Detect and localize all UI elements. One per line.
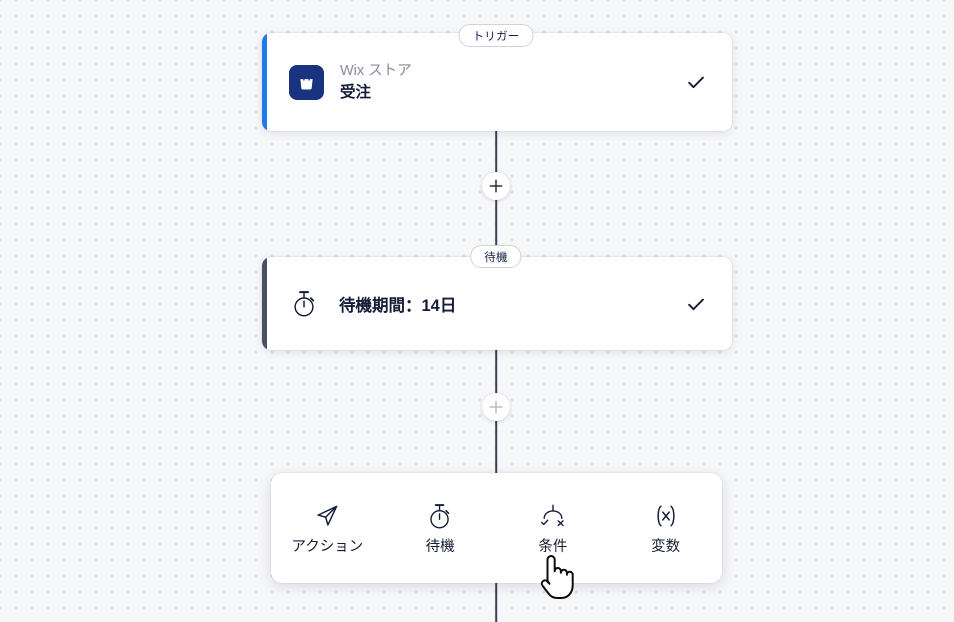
node-accent-bar	[262, 33, 267, 131]
node-accent-bar	[262, 257, 267, 350]
menu-item-label: 変数	[651, 538, 681, 555]
flow-node-trigger[interactable]: Wix ストア 受注	[262, 33, 732, 131]
connector-line-3	[495, 350, 497, 408]
add-step-button-2[interactable]	[482, 393, 510, 421]
node-title: 待機期間：14日	[339, 296, 457, 315]
node-app-name: Wix ストア	[340, 63, 412, 79]
connector-line-4	[495, 407, 497, 473]
menu-item-label: アクション	[291, 538, 364, 555]
check-icon	[685, 71, 707, 93]
menu-item-condition[interactable]: 条件	[497, 473, 610, 583]
step-badge-trigger: トリガー	[458, 24, 534, 47]
condition-branch-icon	[539, 501, 567, 531]
stopwatch-icon	[289, 289, 319, 318]
shopping-bag-icon	[289, 64, 324, 100]
check-icon	[685, 293, 707, 315]
node-title: 受注	[340, 84, 372, 101]
variable-x-icon	[652, 501, 680, 531]
menu-item-wait[interactable]: 待機	[384, 473, 497, 583]
menu-item-variable[interactable]: 変数	[609, 473, 722, 583]
paper-plane-icon	[315, 501, 340, 531]
node-text-group: Wix ストア 受注	[340, 61, 685, 103]
menu-item-label: 条件	[538, 538, 568, 555]
menu-item-action[interactable]: アクション	[271, 473, 384, 583]
menu-item-label: 待機	[425, 538, 455, 555]
add-step-button-1[interactable]	[482, 172, 510, 200]
connector-line-2	[495, 186, 497, 256]
add-step-menu[interactable]: アクション 待機	[271, 473, 722, 583]
step-badge-wait: 待機	[470, 245, 522, 268]
flow-node-wait[interactable]: 待機期間：14日	[262, 257, 732, 350]
stopwatch-icon	[427, 501, 453, 531]
connector-line-5	[495, 583, 497, 622]
connector-line-1	[495, 131, 497, 187]
